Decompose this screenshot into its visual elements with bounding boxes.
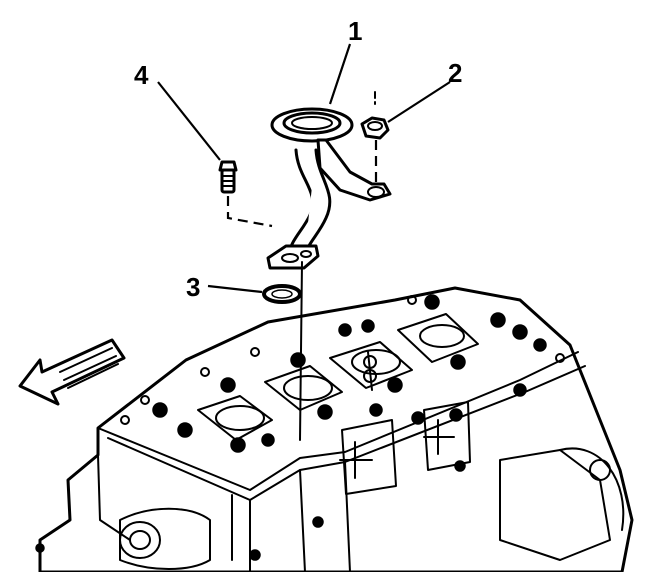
oil-pump-screen (266, 107, 392, 270)
leader-3 (207, 284, 263, 294)
assembly-center-line (299, 261, 303, 441)
o-ring-seal (262, 284, 302, 304)
leader-4 (157, 81, 221, 161)
nut (360, 91, 390, 182)
callout-label-3: 3 (186, 272, 200, 302)
front-direction-arrow-icon (18, 338, 126, 406)
callout-label-4: 4 (134, 60, 149, 90)
callout-label-2: 2 (448, 58, 462, 88)
leader-1 (328, 43, 352, 105)
bolt (218, 160, 273, 228)
leader-2 (387, 81, 451, 123)
callout-label-1: 1 (348, 16, 362, 46)
engine-block (35, 286, 634, 572)
callout-leaders (157, 43, 451, 294)
